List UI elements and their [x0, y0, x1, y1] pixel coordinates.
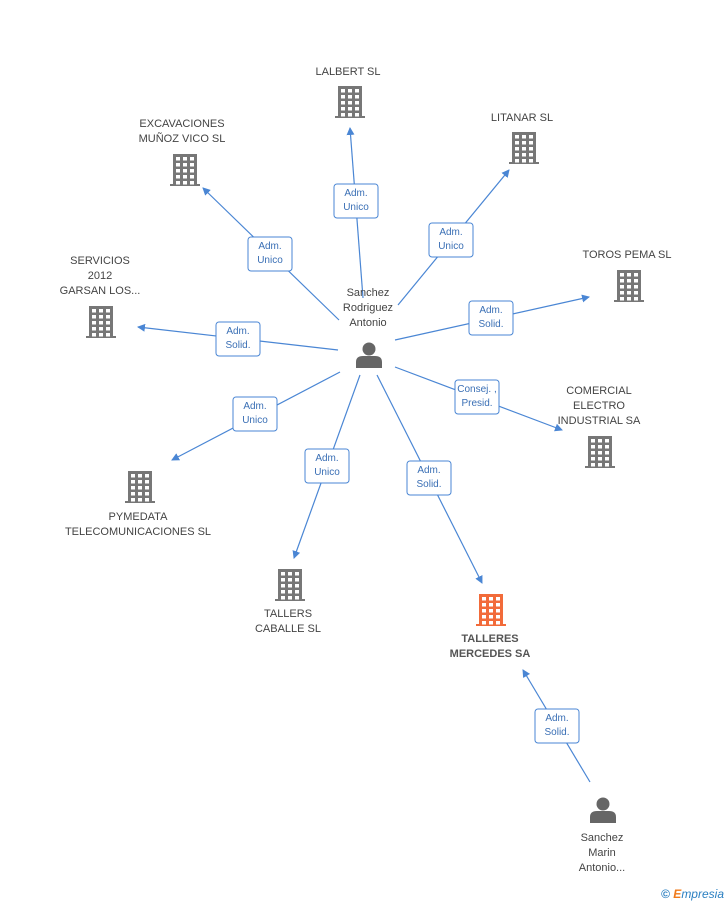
- node-pymedata[interactable]: PYMEDATA TELECOMUNICACIONES SL: [65, 471, 211, 538]
- relation-badge-box: [232, 396, 278, 432]
- node-label: Sanchez: [347, 287, 390, 299]
- relation-label: Solid.: [225, 340, 250, 351]
- relation-badge[interactable]: Consej. , Presid.: [454, 379, 500, 415]
- relation-badge[interactable]: Adm. Unico: [333, 183, 379, 219]
- building-icon: [614, 270, 644, 302]
- copyright-icon: ©: [661, 887, 670, 901]
- node-tallers[interactable]: TALLERS CABALLE SL: [255, 569, 321, 635]
- person-icon: [356, 342, 382, 368]
- relation-label: Solid.: [478, 319, 503, 330]
- relation-badge-box: [304, 448, 350, 484]
- node-label: TELECOMUNICACIONES SL: [65, 526, 211, 538]
- edge-center-to-servicios: Adm. Solid.: [137, 321, 339, 357]
- edge-center-to-pymedata: Adm. Unico: [171, 371, 341, 461]
- relation-label: Presid.: [461, 398, 492, 409]
- relation-label: Solid.: [416, 479, 441, 490]
- node-label: LALBERT SL: [315, 66, 380, 78]
- node-label: Rodriguez: [343, 302, 393, 314]
- relation-label: Unico: [314, 467, 340, 478]
- relation-label: Adm.: [479, 305, 502, 316]
- relation-badge-box: [333, 183, 379, 219]
- relation-badge-box: [247, 236, 293, 272]
- edge-center-to-toros: Adm. Solid.: [394, 294, 590, 341]
- relation-label: Unico: [242, 415, 268, 426]
- relation-badge-box: [406, 460, 452, 496]
- relation-badge[interactable]: Adm. Solid.: [534, 708, 580, 744]
- node-label: TALLERS: [264, 608, 312, 620]
- relation-badge[interactable]: Adm. Unico: [428, 222, 474, 258]
- relation-label: Adm.: [344, 188, 367, 199]
- relation-label: Adm.: [258, 241, 281, 252]
- relation-label: Adm.: [226, 326, 249, 337]
- node-toros[interactable]: TOROS PEMA SL: [582, 249, 672, 302]
- node-label: LITANAR SL: [491, 112, 553, 124]
- node-label: Antonio: [349, 317, 386, 329]
- edge-center-to-tallers: Adm. Unico: [292, 374, 361, 559]
- node-excavaciones[interactable]: EXCAVACIONES MUÑOZ VICO SL: [139, 118, 226, 186]
- node-label: EXCAVACIONES: [139, 118, 224, 130]
- node-comercial[interactable]: COMERCIAL ELECTRO INDUSTRIAL SA: [558, 385, 641, 468]
- node-label: CABALLE SL: [255, 623, 321, 635]
- edge-center-to-excavaciones: Adm. Unico: [202, 187, 340, 321]
- relation-label: Adm.: [417, 465, 440, 476]
- building-icon: [509, 132, 539, 164]
- empresia-watermark: © Empresia: [661, 887, 724, 901]
- relation-label: Unico: [438, 241, 464, 252]
- building-icon: [125, 471, 155, 503]
- node-label: SERVICIOS: [70, 255, 130, 267]
- edge-center-to-comercial: Consej. , Presid.: [394, 366, 563, 432]
- building-icon: [275, 569, 305, 601]
- node-label: TOROS PEMA SL: [582, 249, 671, 261]
- building-icon: [170, 154, 200, 186]
- node-lalbert[interactable]: LALBERT SL: [315, 66, 381, 118]
- node-label: ELECTRO: [573, 400, 625, 412]
- relation-badge[interactable]: Adm. Solid.: [468, 300, 514, 336]
- building-icon: [585, 436, 615, 468]
- node-label: GARSAN LOS...: [60, 285, 141, 297]
- relation-label: Unico: [343, 202, 369, 213]
- relation-label: Adm.: [243, 401, 266, 412]
- node-talleres[interactable]: TALLERES MERCEDES SA: [450, 594, 531, 660]
- relation-label: Unico: [257, 255, 283, 266]
- node-label: COMERCIAL: [566, 385, 631, 397]
- relation-label: Solid.: [544, 727, 569, 738]
- relation-badge[interactable]: Adm. Unico: [304, 448, 350, 484]
- edge-center-to-litanar: Adm. Unico: [397, 169, 510, 306]
- node-label: PYMEDATA: [109, 511, 169, 523]
- relation-badge-box: [454, 379, 500, 415]
- person-icon: [590, 797, 616, 823]
- brand-logo: Empresia: [673, 887, 724, 901]
- relation-badge-box: [534, 708, 580, 744]
- relation-label: Consej. ,: [457, 384, 496, 395]
- relation-label: Adm.: [439, 227, 462, 238]
- relation-badge-box: [468, 300, 514, 336]
- relation-badge-box: [428, 222, 474, 258]
- node-label: MERCEDES SA: [450, 648, 531, 660]
- edge-marin-to-talleres: Adm. Solid.: [522, 669, 591, 783]
- relation-badge[interactable]: Adm. Unico: [247, 236, 293, 272]
- edge-center-to-lalbert: Adm. Unico: [333, 127, 379, 299]
- node-label: INDUSTRIAL SA: [558, 415, 641, 427]
- node-litanar[interactable]: LITANAR SL: [491, 112, 553, 164]
- relation-label: Adm.: [315, 453, 338, 464]
- relation-badge[interactable]: Adm. Solid.: [406, 460, 452, 496]
- building-icon: [476, 594, 506, 626]
- node-marin[interactable]: SanchezMarinAntonio...: [579, 797, 625, 875]
- node-label: TALLERES: [461, 633, 518, 645]
- node-label: Sanchez: [581, 832, 624, 844]
- node-label: 2012: [88, 270, 112, 282]
- node-label: MUÑOZ VICO SL: [139, 132, 226, 145]
- relation-badge[interactable]: Adm. Solid.: [215, 321, 261, 357]
- relation-badge-box: [215, 321, 261, 357]
- building-icon: [335, 86, 365, 118]
- building-icon: [86, 306, 116, 338]
- node-label: Marin: [588, 847, 616, 859]
- relation-badge[interactable]: Adm. Unico: [232, 396, 278, 432]
- relation-label: Adm.: [545, 713, 568, 724]
- edge-center-to-talleres: Adm. Solid.: [376, 374, 483, 584]
- node-label: Antonio...: [579, 862, 625, 874]
